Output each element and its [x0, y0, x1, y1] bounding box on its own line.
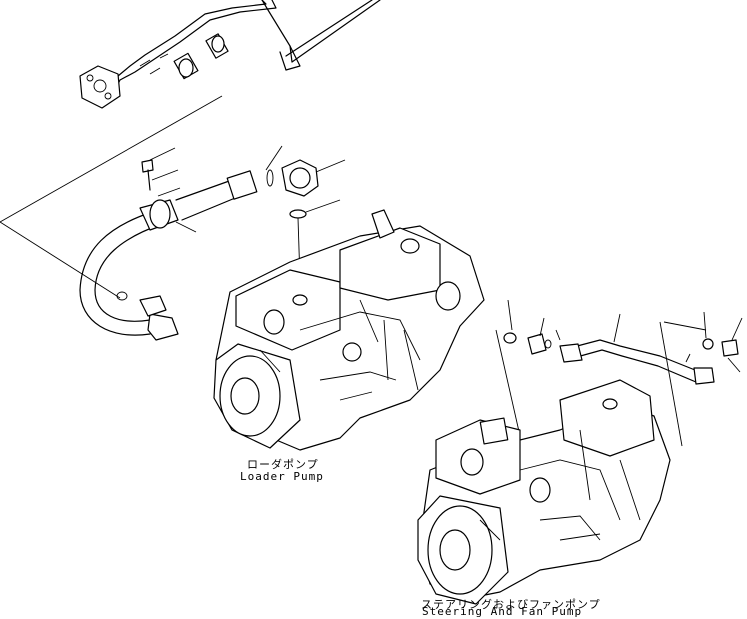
callout-bracket-right: [495, 321, 707, 447]
upper-tube-assembly: [79, 0, 381, 109]
elbow-fitting-group: [265, 145, 346, 281]
loader-pump-body: [213, 209, 485, 451]
left-hose-assembly: [79, 147, 258, 341]
steering-fan-pump-label-jp: ステアリングおよびファンポンプ: [421, 598, 601, 611]
right-small-parts: [503, 299, 743, 385]
loader-pump-label-en: Loader Pump: [240, 470, 324, 483]
steering-fan-pump-label-en: Steering And Fan Pump: [422, 605, 583, 618]
callout-bracket-left: [0, 95, 223, 299]
loader-pump-label-jp: ローダポンプ: [247, 458, 319, 471]
steering-fan-pump-body: [417, 379, 671, 605]
